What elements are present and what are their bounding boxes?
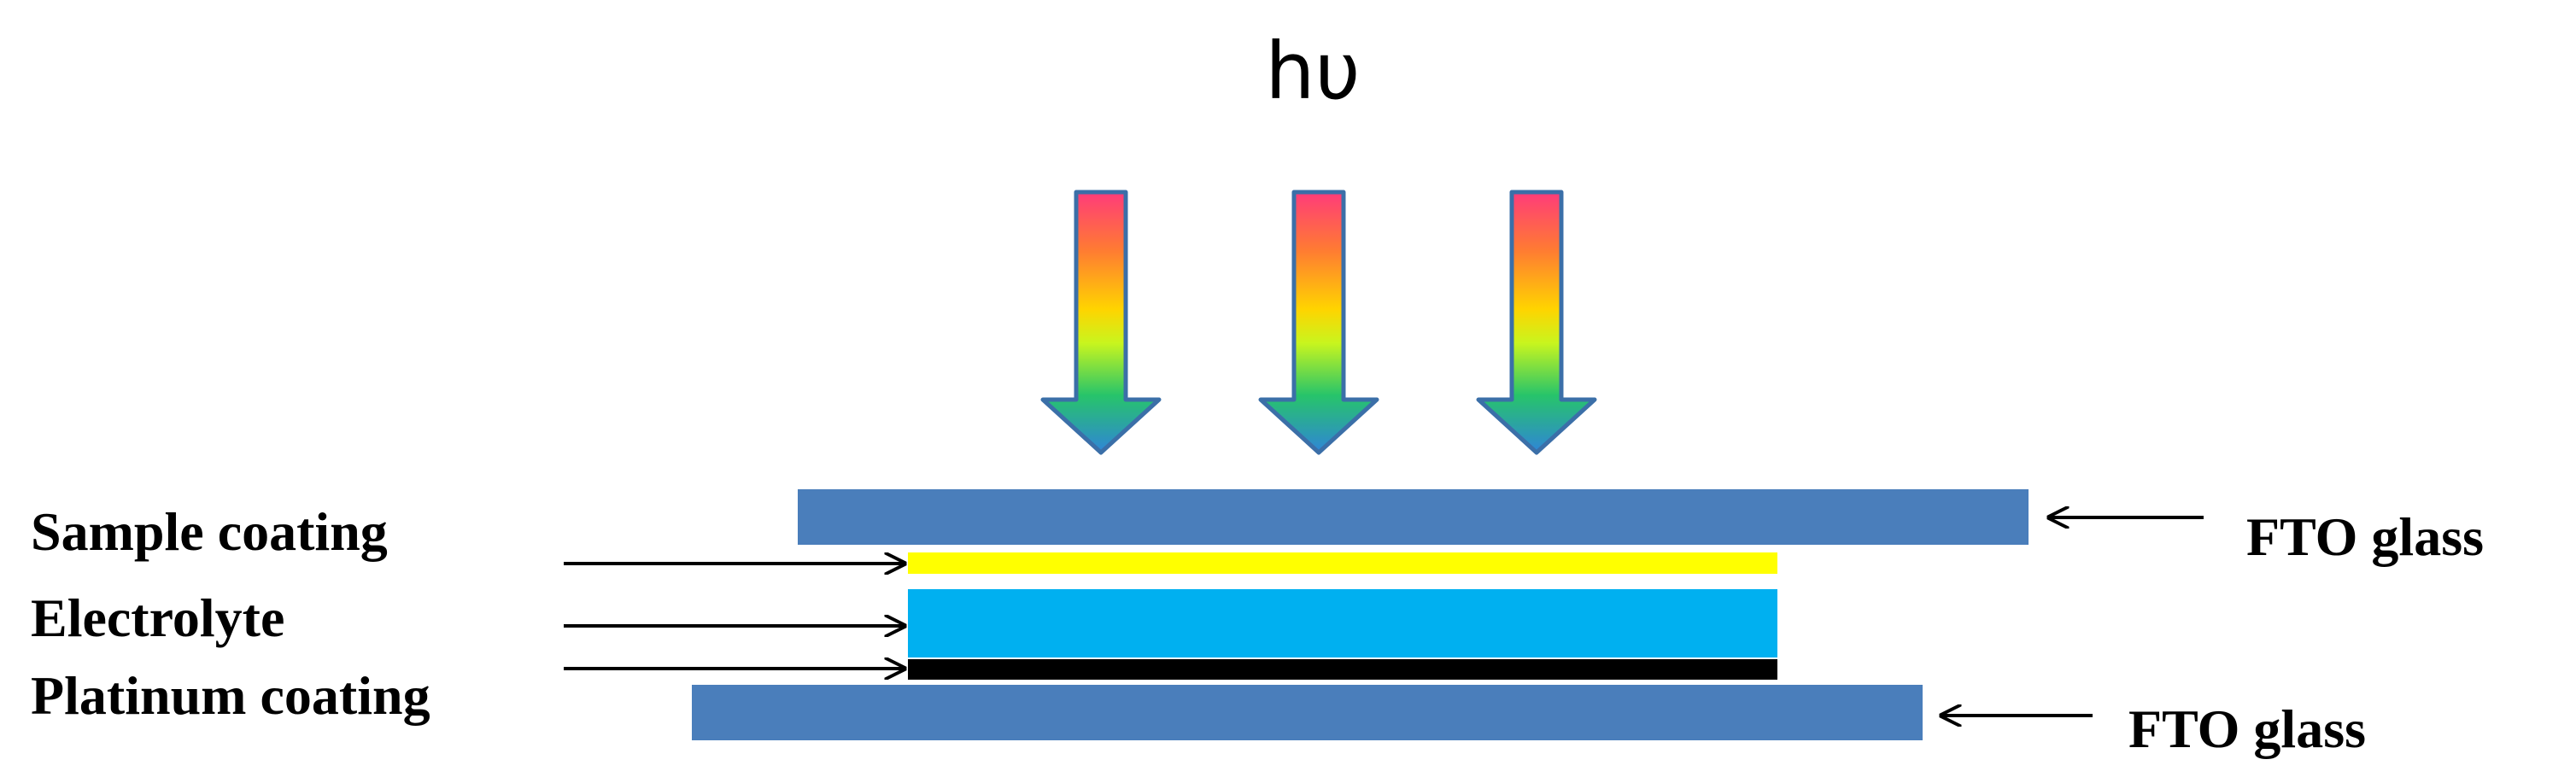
electrolyte-layer (908, 589, 1777, 657)
diagram-title: hυ (1265, 26, 1361, 117)
electrolyte-label: Electrolyte (31, 587, 284, 648)
light-ray-arrow-right-icon (1476, 190, 1597, 455)
fto-glass-bottom-label: FTO glass (2128, 698, 2366, 759)
platinum-coating-label: Platinum coating (31, 665, 430, 726)
fto-glass-top-layer (798, 489, 2029, 545)
sample-coating-label: Sample coating (31, 501, 388, 562)
platinum-coating-layer (908, 659, 1777, 680)
fto-glass-top-label: FTO glass (2246, 506, 2484, 567)
fto-glass-bottom-layer (692, 685, 1923, 740)
light-ray-arrow-left-icon (1040, 190, 1162, 455)
light-ray-arrows (1040, 190, 1597, 455)
sample-coating-layer (908, 552, 1777, 574)
light-ray-arrow-middle-icon (1258, 190, 1379, 455)
